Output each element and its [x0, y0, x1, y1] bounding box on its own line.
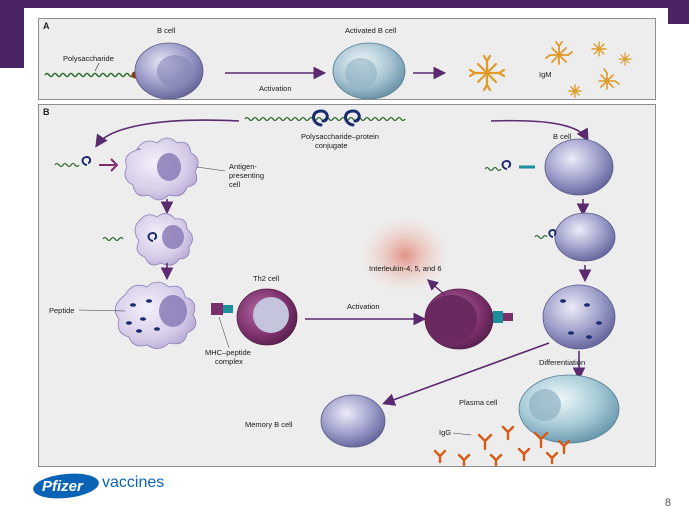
peptide-fragments — [126, 299, 160, 333]
panel-a: A Polysaccharide — [38, 18, 656, 100]
differentiation-label: Differentiation — [539, 358, 585, 367]
igm-molecules — [468, 41, 632, 98]
interleukin-label: Interleukin-4, 5, and 6 — [369, 264, 442, 273]
b-cell-right-2 — [554, 212, 616, 262]
arrow-to-memory — [381, 342, 550, 406]
panel-b: B — [38, 104, 656, 467]
mhc-label-line1: MHC–peptide — [205, 348, 251, 357]
pfizer-logo: Pfizer vaccines — [33, 473, 164, 499]
interleukin-cloud — [361, 217, 449, 293]
slide-number: 8 — [664, 497, 671, 509]
b-cell-right-1 — [544, 138, 614, 196]
panel-a-illustration: Polysaccharide B cell Activation Activat… — [44, 26, 632, 99]
activated-b-cell-label: Activated B cell — [345, 26, 397, 35]
vaccines-text: vaccines — [102, 474, 164, 491]
arrow-to-interleukin — [426, 279, 446, 296]
panel-a-letter: A — [43, 21, 50, 31]
igg-molecules — [433, 425, 571, 466]
pfizer-logo-text: Pfizer — [42, 478, 84, 495]
plasma-cell-label: Plasma cell — [459, 398, 498, 407]
polysaccharide-chain — [44, 72, 134, 78]
peptide-label: Peptide — [49, 306, 74, 315]
igm-label: IgM — [539, 70, 552, 79]
apc-label-line3: cell — [229, 180, 241, 189]
activation-label: Activation — [259, 84, 292, 93]
activation-label-b: Activation — [347, 302, 380, 311]
arrow-to-apc — [95, 119, 240, 148]
memory-b-cell-label: Memory B cell — [245, 420, 293, 429]
accent-bar — [0, 0, 24, 68]
conjugate-label-line1: Polysaccharide–protein — [301, 132, 379, 141]
b-cell-label-b: B cell — [553, 132, 572, 141]
b-cell-right-3 — [542, 284, 616, 350]
apc-label-line1: Antigen- — [229, 162, 257, 171]
conjugate-label-line2: conjugate — [315, 141, 348, 150]
mhc-label-line2: complex — [215, 357, 243, 366]
igg-label: IgG — [439, 428, 451, 437]
figure: A Polysaccharide — [24, 8, 668, 467]
processed-peptides — [560, 299, 602, 339]
polysaccharide-label: Polysaccharide — [63, 54, 114, 63]
conjugate-protein — [312, 109, 361, 127]
tcr-complex — [493, 311, 513, 323]
panel-b-letter: B — [43, 107, 50, 117]
mhc-peptide-complex — [211, 303, 233, 315]
th2-cell-label: Th2 cell — [253, 274, 280, 283]
b-cell-label: B cell — [157, 26, 176, 35]
memory-b-cell — [320, 394, 386, 448]
arrow-to-b-cell — [490, 119, 589, 142]
apc-label-line2: presenting — [229, 171, 264, 180]
panel-b-illustration: Polysaccharide–protein conjugate Antigen… — [49, 109, 620, 466]
pfizer-logo-oval — [33, 473, 99, 499]
